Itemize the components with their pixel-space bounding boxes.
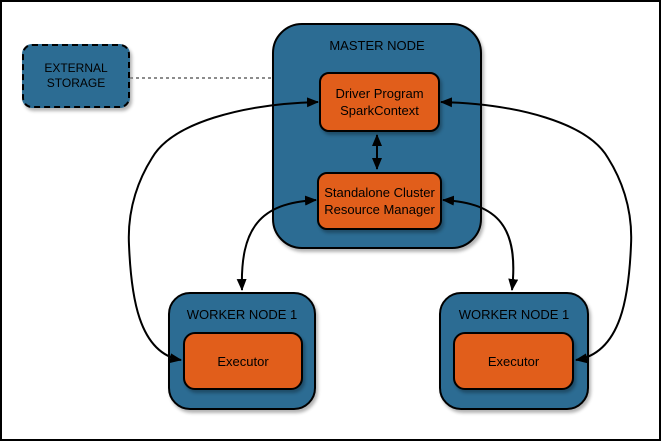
driver-program-box: Driver Program SparkContext xyxy=(319,72,440,132)
executor-left-box: Executor xyxy=(183,332,303,390)
driver-program-label-line1: Driver Program xyxy=(335,86,424,101)
resource-manager-box: Standalone Cluster Resource Manager xyxy=(317,172,442,230)
executor-right-box: Executor xyxy=(453,332,574,390)
external-storage-label-line2: STORAGE xyxy=(46,76,106,90)
worker-node-right-title: WORKER NODE 1 xyxy=(458,307,570,322)
external-storage-label-line1: EXTERNAL xyxy=(44,61,108,75)
driver-program-label-line2: SparkContext xyxy=(340,103,419,118)
external-storage-node: EXTERNAL STORAGE xyxy=(22,44,130,108)
executor-right-label: Executor xyxy=(487,353,540,369)
resource-manager-label-line2: Resource Manager xyxy=(324,202,435,217)
worker-node-left-title: WORKER NODE 1 xyxy=(186,307,298,322)
executor-left-label: Executor xyxy=(217,353,269,369)
master-node-title: MASTER NODE xyxy=(329,38,425,53)
resource-manager-label-line1: Standalone Cluster xyxy=(324,185,435,200)
